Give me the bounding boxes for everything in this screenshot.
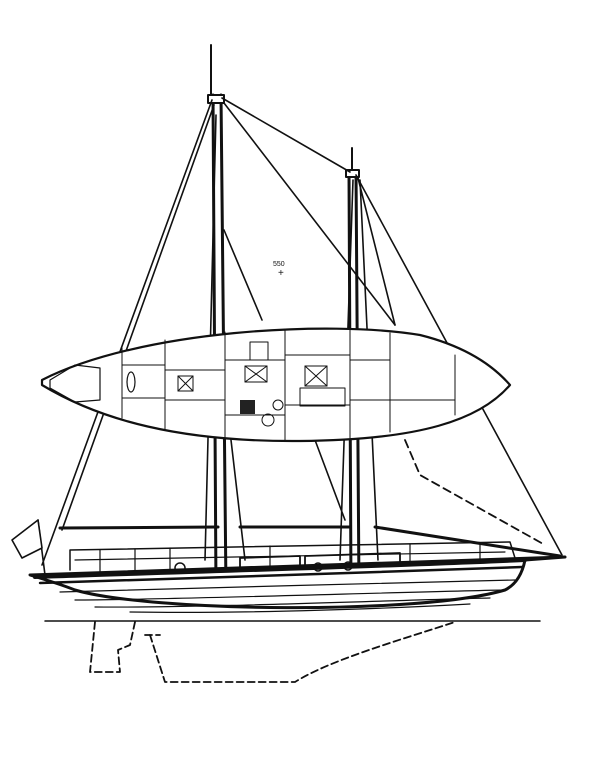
drawing-mark: 550 [273,261,285,268]
booms [58,525,562,558]
drawing-mark: + [278,268,284,279]
deck-plan [40,327,512,443]
ensign-flag [11,519,46,576]
keel-outline [89,621,456,683]
hull [28,541,567,613]
dashed-sail-outline [404,439,546,546]
